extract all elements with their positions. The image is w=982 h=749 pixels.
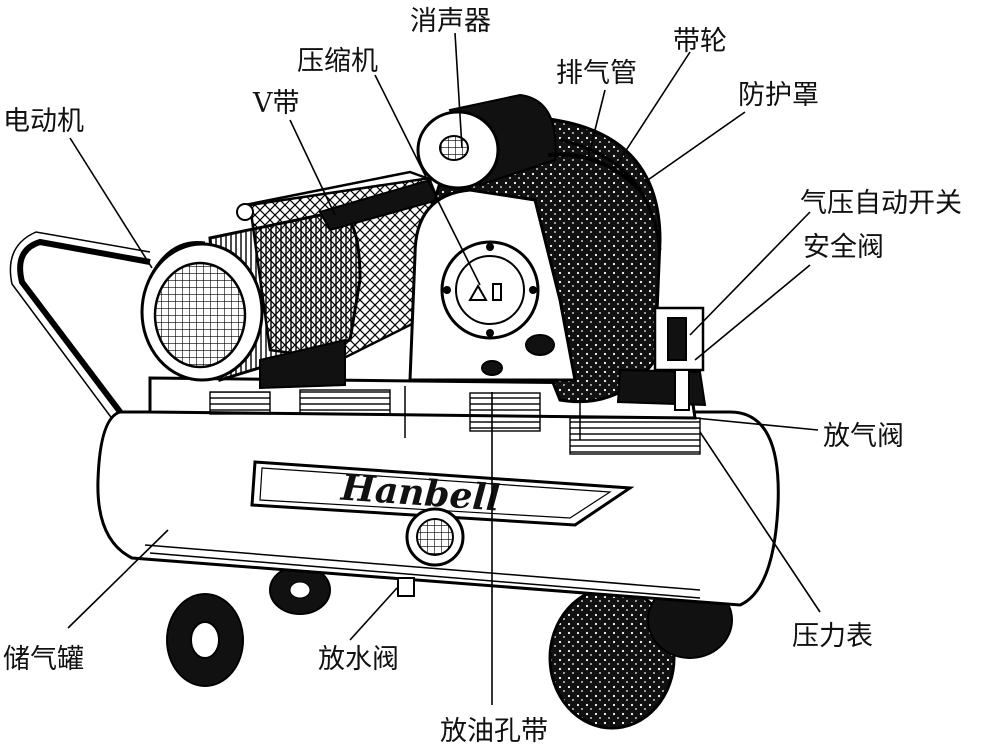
label-air-tank: 储气罐 (3, 644, 84, 675)
label-drain-valve: 放水阀 (318, 644, 399, 675)
exhaust-pipe (547, 152, 642, 192)
front-wheel (548, 581, 733, 730)
rear-wheel (166, 565, 331, 687)
label-safety-valve: 安全阀 (803, 232, 884, 263)
label-v-belt: V带 (252, 88, 300, 119)
label-motor: 电动机 (3, 106, 84, 137)
drain-valve (397, 577, 415, 597)
part-labels: 消声器 带轮 压缩机 排气管 防护罩 电动机 V带 气压自动开关 安全阀 放气阀… (3, 6, 962, 747)
compressor-head (408, 188, 577, 382)
leader-lines (67, 32, 821, 705)
label-guard: 防护罩 (738, 80, 819, 111)
label-pulley: 带轮 (673, 26, 727, 57)
electric-motor (140, 210, 362, 390)
handle (17, 238, 221, 435)
label-compressor: 压缩机 (297, 46, 378, 77)
air-tank: Hanbell (96, 410, 780, 607)
label-pressure-switch: 气压自动开关 (800, 188, 962, 219)
label-oil-drain-band: 放油孔带 (440, 716, 548, 747)
muffler (416, 93, 557, 190)
label-exhaust-pipe: 排气管 (556, 58, 637, 89)
label-bleed-valve: 放气阀 (823, 421, 904, 452)
compressor-illustration: Hanbell (9, 93, 780, 730)
label-pressure-gauge: 压力表 (792, 621, 873, 652)
brand-plate (250, 460, 635, 527)
label-muffler: 消声器 (410, 6, 491, 37)
